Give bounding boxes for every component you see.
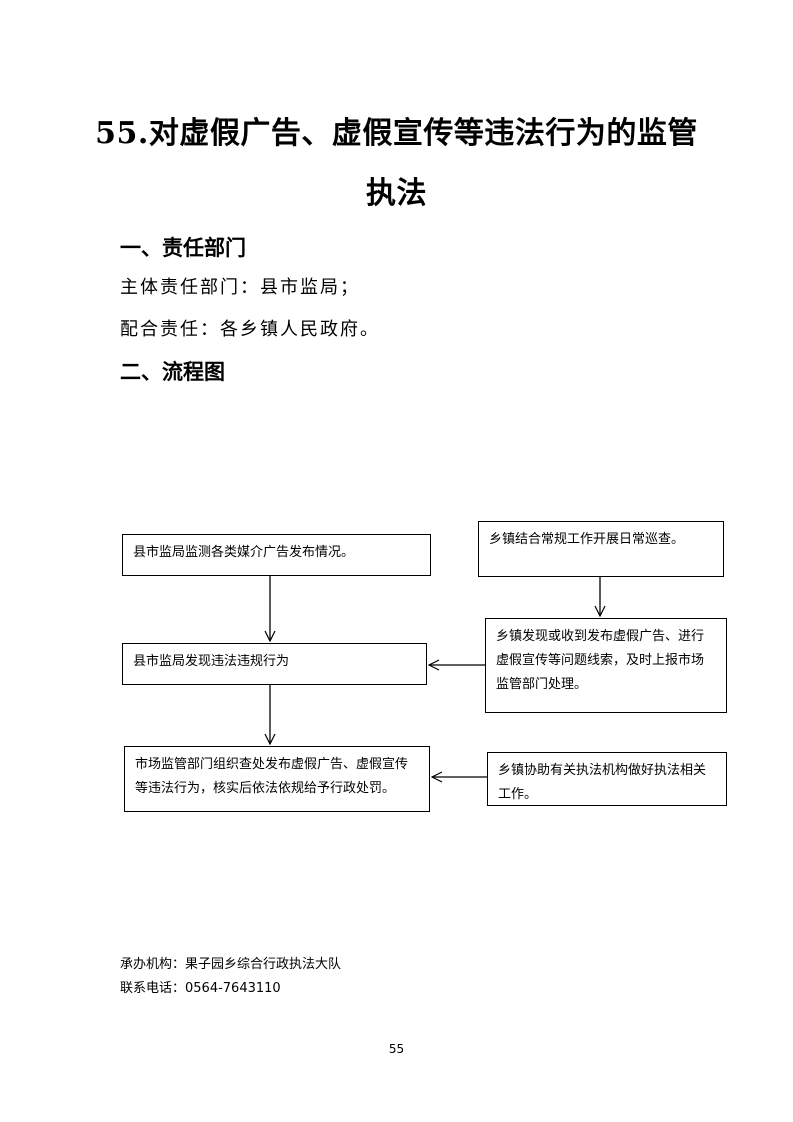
document-title-line-2: 执法 — [366, 176, 427, 211]
primary-responsible-dept: 主体责任部门：县市监局； — [120, 277, 360, 298]
flow-box-township-assist: 乡镇协助有关执法机构做好执法相关工作。 — [487, 752, 727, 806]
organizer-info: 承办机构：果子园乡综合行政执法大队 — [120, 957, 342, 972]
section-heading-responsible-dept: 一、责任部门 — [120, 236, 246, 260]
section-heading-flowchart: 二、流程图 — [120, 360, 225, 384]
contact-phone: 联系电话：0564-7643110 — [120, 981, 281, 996]
flow-box-monitor-ads: 县市监局监测各类媒介广告发布情况。 — [122, 534, 431, 576]
flow-box-handle-violation: 市场监管部门组织查处发布虚假广告、虚假宣传等违法行为，核实后依法依规给予行政处罚… — [124, 746, 430, 812]
cooperating-responsible-dept: 配合责任：各乡镇人民政府。 — [120, 319, 380, 340]
page-number: 55 — [388, 1042, 405, 1056]
flow-box-township-patrol: 乡镇结合常规工作开展日常巡查。 — [478, 521, 724, 577]
flow-box-township-report: 乡镇发现或收到发布虚假广告、进行虚假宣传等问题线索，及时上报市场监管部门处理。 — [485, 618, 727, 713]
flow-box-discover-violation: 县市监局发现违法违规行为 — [122, 643, 427, 685]
document-title-line-1: 55.对虚假广告、虚假宣传等违法行为的监管 — [95, 116, 698, 151]
